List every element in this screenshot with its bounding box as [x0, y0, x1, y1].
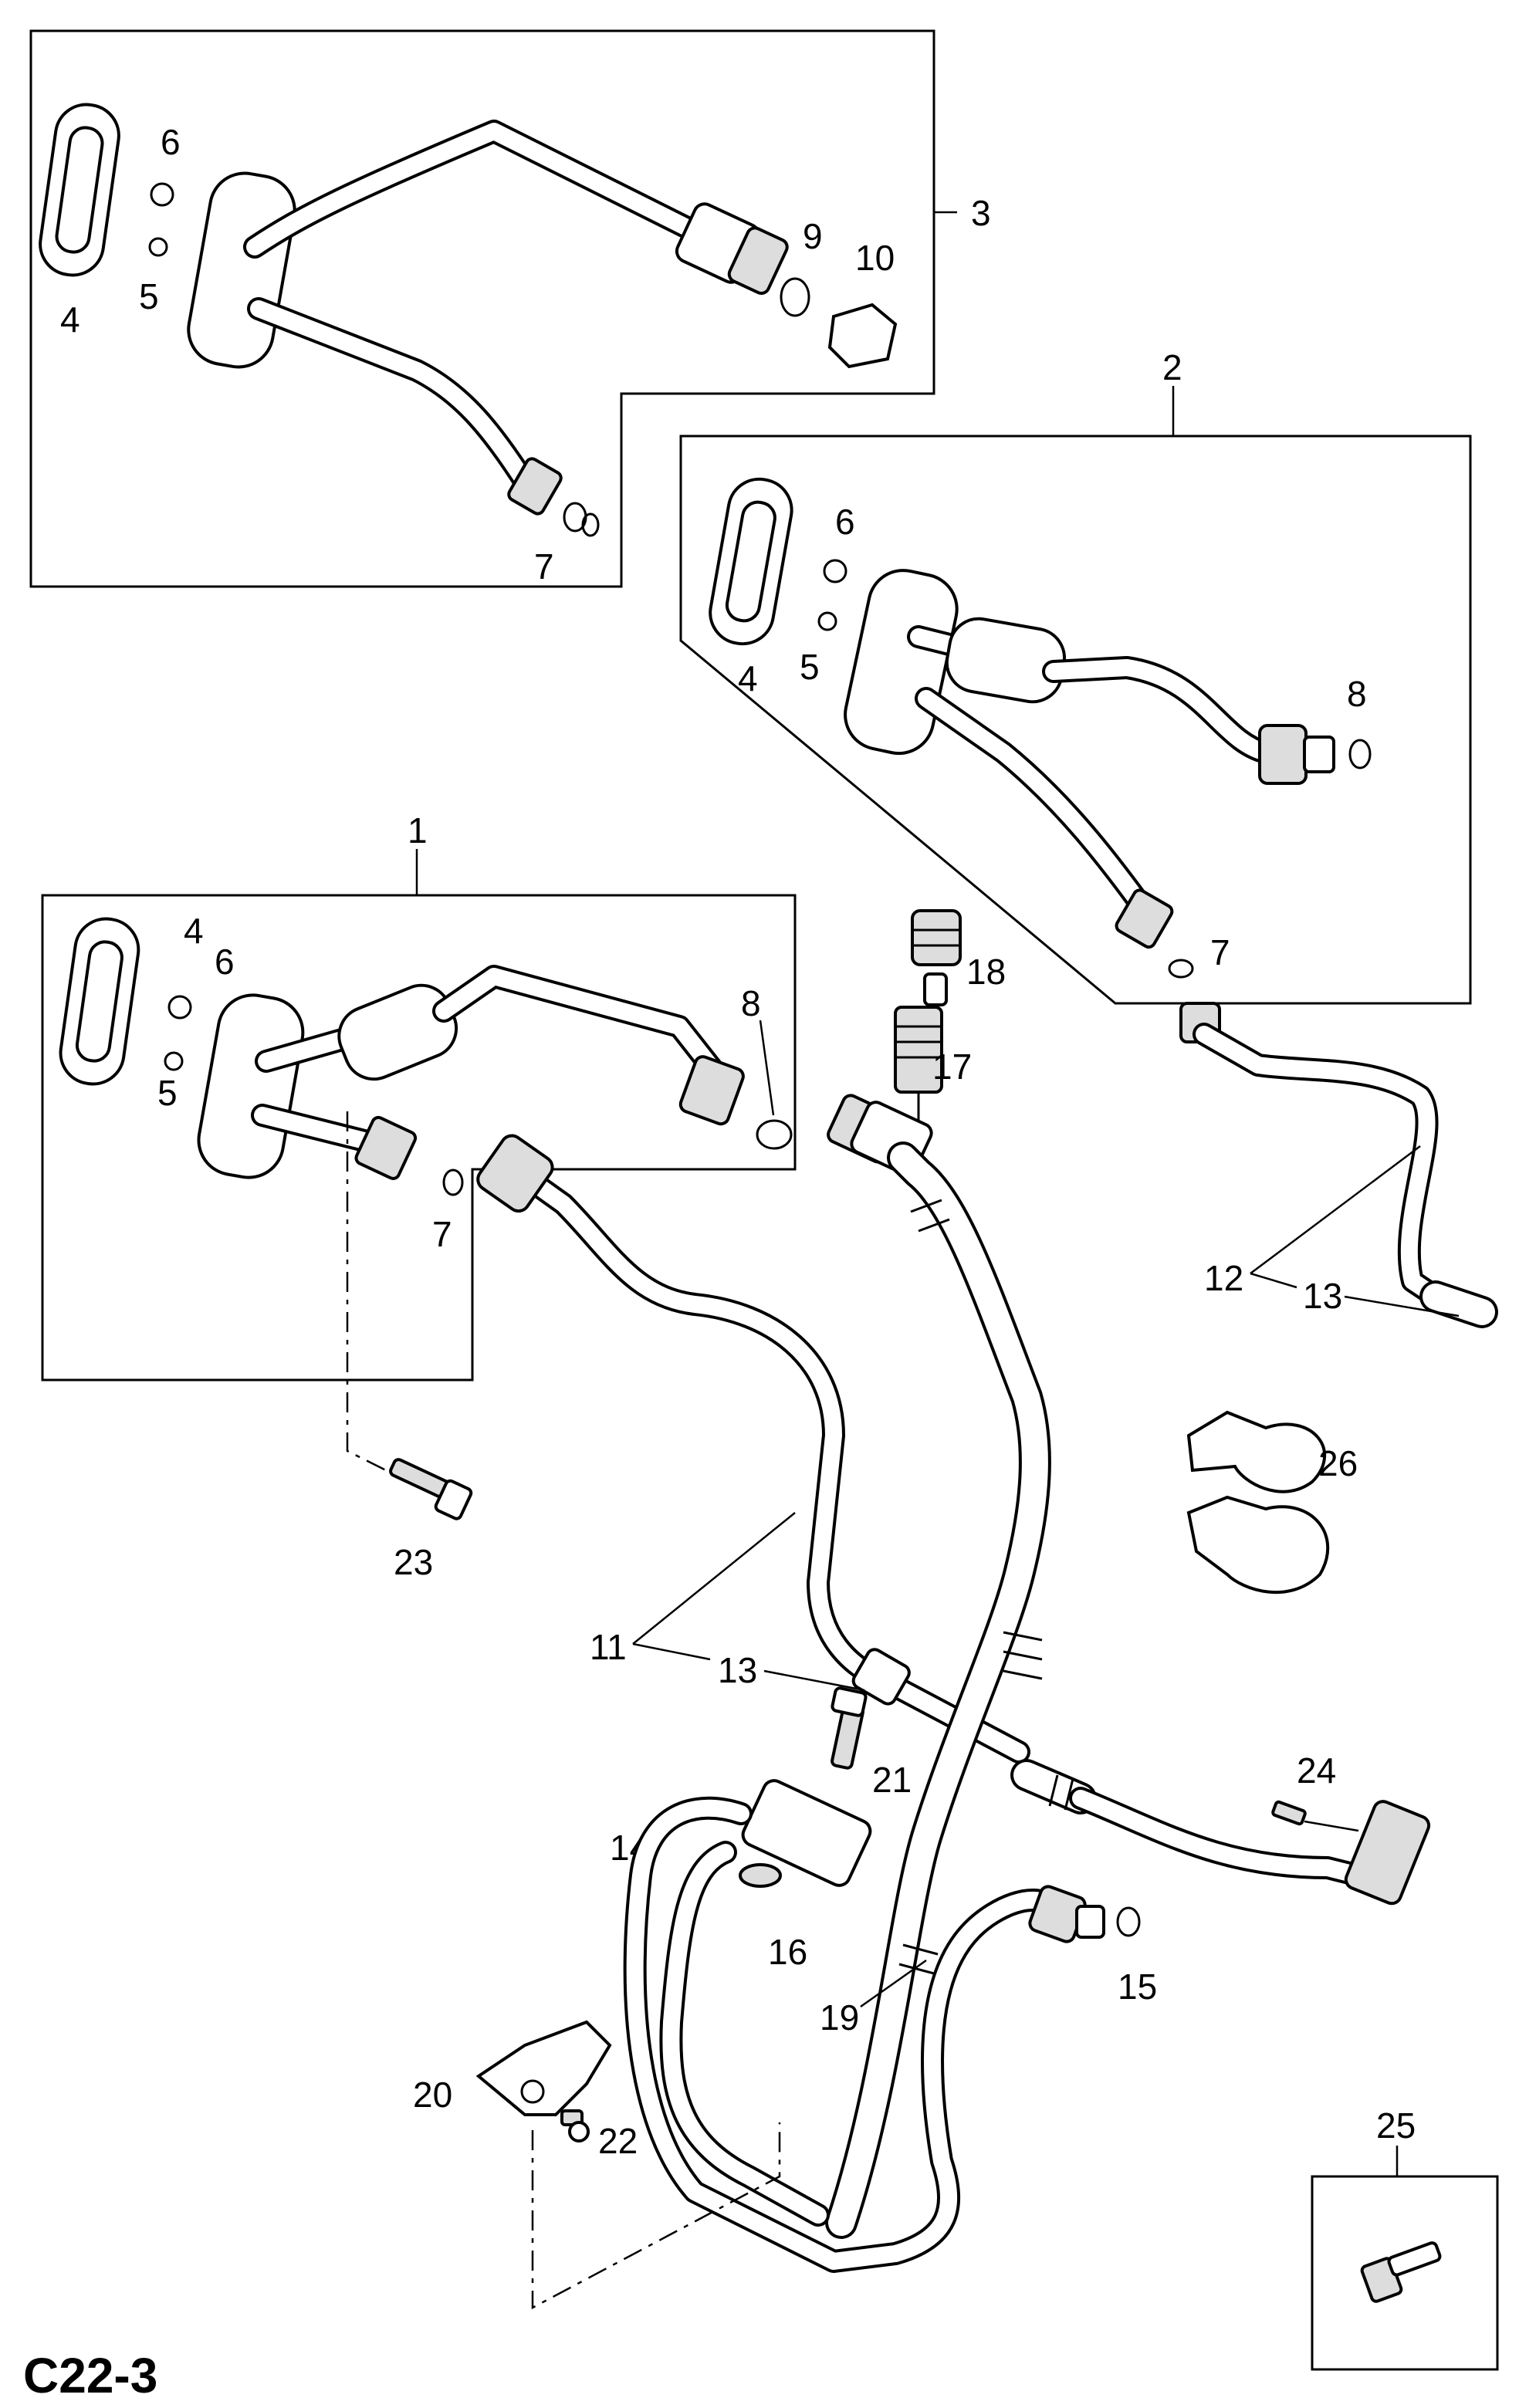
- leaders-11-13: 11 13: [590, 1512, 865, 1692]
- bolt-23: 23: [346, 1111, 473, 1582]
- callout-3: 3: [971, 193, 991, 233]
- block-14-group: 21 14 16: [610, 1686, 912, 1972]
- callout-11: 11: [590, 1627, 627, 1667]
- callout-18: 18: [966, 952, 1006, 992]
- callout-7: 7: [1210, 932, 1230, 972]
- callout-6: 6: [835, 502, 855, 542]
- assembly-3-parts: [39, 103, 898, 537]
- part-25-box: 25: [1311, 2105, 1499, 2371]
- callout-20: 20: [413, 2075, 452, 2115]
- assembly-1-box: [41, 849, 797, 1382]
- pipe-24: 24: [1010, 1750, 1431, 1906]
- callout-6: 6: [161, 122, 181, 162]
- callout-1: 1: [408, 810, 428, 851]
- diagram-code: C22-3: [23, 2348, 157, 2403]
- callout-10: 10: [855, 238, 895, 278]
- callout-24: 24: [1297, 1750, 1336, 1791]
- assembly-3-labels: 3 4 5 6 7 9 10: [60, 122, 991, 587]
- callout-4: 4: [184, 911, 204, 951]
- callout-4: 4: [60, 299, 80, 340]
- callout-22: 22: [598, 2121, 638, 2161]
- callout-15: 15: [1118, 1967, 1157, 2007]
- callout-2: 2: [1162, 347, 1182, 387]
- assembly-1-parts: [59, 917, 793, 1196]
- assembly-3-box: [29, 29, 957, 588]
- callout-5: 5: [800, 647, 820, 687]
- callout-7: 7: [534, 546, 554, 587]
- callout-12: 12: [1204, 1258, 1243, 1298]
- assembly-1-labels: 1 4 5 6 7 8: [157, 810, 775, 1254]
- callout-8: 8: [1347, 674, 1367, 714]
- assembly-2-parts: [709, 477, 1372, 979]
- pipe-12: 12 13: [1179, 1002, 1498, 1328]
- callout-21: 21: [872, 1760, 912, 1800]
- pipe-11: [476, 1134, 1030, 1764]
- callout-4: 4: [738, 658, 758, 698]
- callout-13: 13: [718, 1650, 757, 1690]
- loop-pipe: 15 19: [623, 1796, 1157, 2273]
- callout-8: 8: [741, 983, 761, 1023]
- callout-5: 5: [139, 276, 159, 316]
- callout-13: 13: [1303, 1276, 1342, 1316]
- service-valve: 18 17: [894, 909, 1006, 1127]
- callout-17: 17: [932, 1047, 972, 1087]
- assembly-2-box: [679, 386, 1472, 1005]
- callout-25: 25: [1376, 2105, 1416, 2146]
- callout-6: 6: [215, 942, 235, 982]
- callout-16: 16: [768, 1932, 807, 1972]
- hose-19: [825, 1094, 1051, 2239]
- bracket-20-group: 20 22: [413, 2020, 781, 2310]
- assembly-2-labels: 2 4 5 6 7 8: [738, 347, 1367, 972]
- callout-26: 26: [1318, 1443, 1358, 1483]
- callout-23: 23: [394, 1542, 433, 1582]
- callout-5: 5: [157, 1073, 178, 1113]
- callout-9: 9: [803, 216, 823, 256]
- callout-19: 19: [820, 1997, 859, 2038]
- callout-7: 7: [432, 1214, 452, 1254]
- clamp-26: 26: [1186, 1410, 1358, 1594]
